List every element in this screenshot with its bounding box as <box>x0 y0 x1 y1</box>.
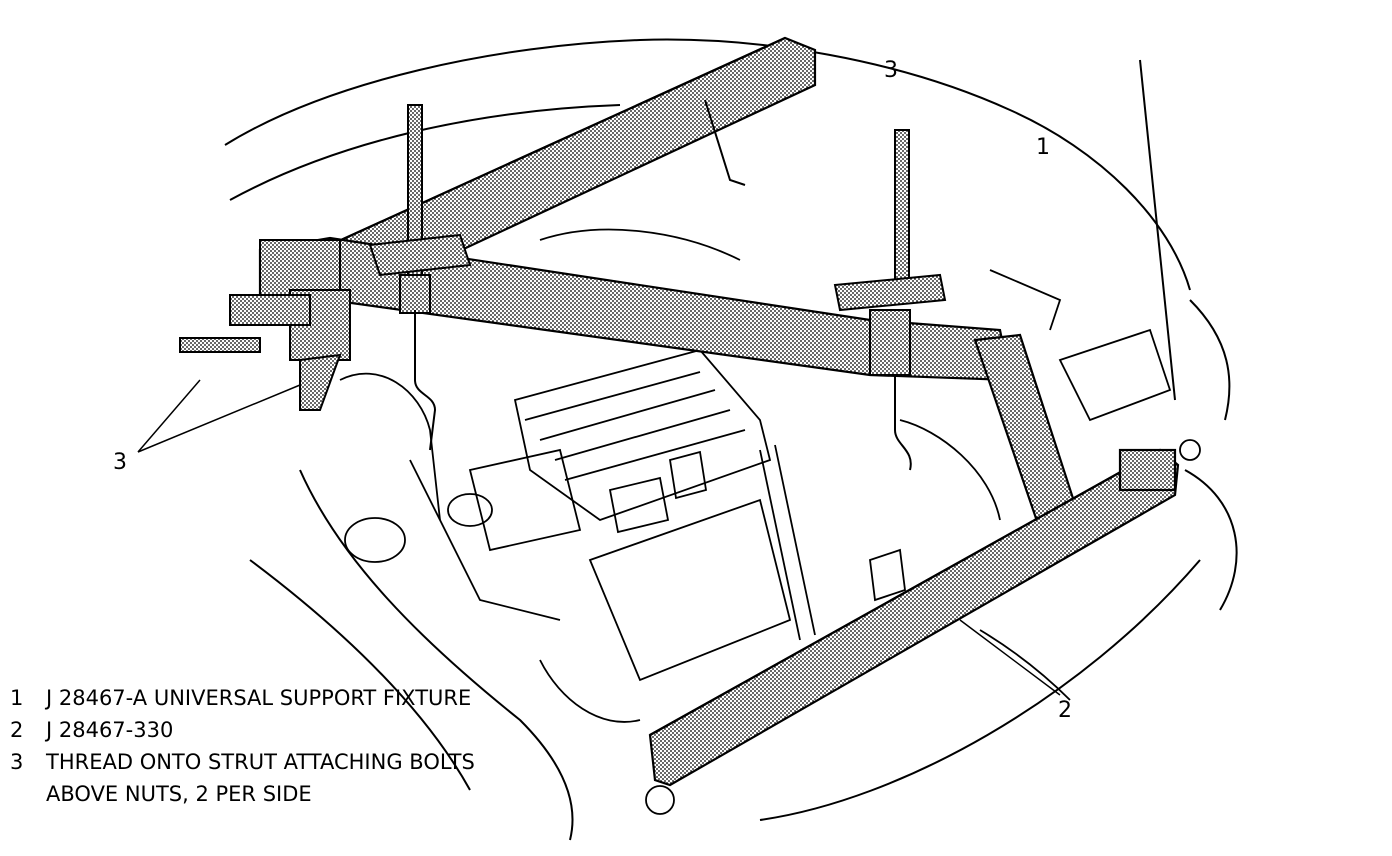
legend-text: THREAD ONTO STRUT ATTACHING BOLTS <box>46 750 475 774</box>
legend-text: J 28467-330 <box>46 718 174 742</box>
callout-3-left: 3 <box>113 450 127 475</box>
legend-item: 3 THREAD ONTO STRUT ATTACHING BOLTS <box>10 746 475 778</box>
legend-item: ABOVE NUTS, 2 PER SIDE <box>10 778 475 810</box>
engine-block <box>339 228 1201 815</box>
callout-2: 2 <box>1058 698 1072 723</box>
lower-crossbar <box>648 448 1180 787</box>
diagonal-leg <box>973 333 1082 532</box>
legend-number: 1 <box>10 686 24 710</box>
legend-item: 1 J 28467-A UNIVERSAL SUPPORT FIXTURE <box>10 682 475 714</box>
callout-1: 1 <box>1036 135 1050 160</box>
legend-number: 2 <box>10 718 24 742</box>
legend-number <box>10 778 46 810</box>
legend-item: 2 J 28467-330 <box>10 714 475 746</box>
callout-3-top: 3 <box>884 58 898 83</box>
legend-text: J 28467-A UNIVERSAL SUPPORT FIXTURE <box>46 686 472 710</box>
threaded-rods <box>368 104 947 376</box>
lift-hooks <box>414 99 912 471</box>
leader-lines <box>137 379 1061 696</box>
legend-text: ABOVE NUTS, 2 PER SIDE <box>46 782 312 806</box>
parts-legend: 1 J 28467-A UNIVERSAL SUPPORT FIXTURE 2 … <box>10 682 475 810</box>
left-bracket-assembly <box>179 239 351 411</box>
legend-number: 3 <box>10 750 24 774</box>
